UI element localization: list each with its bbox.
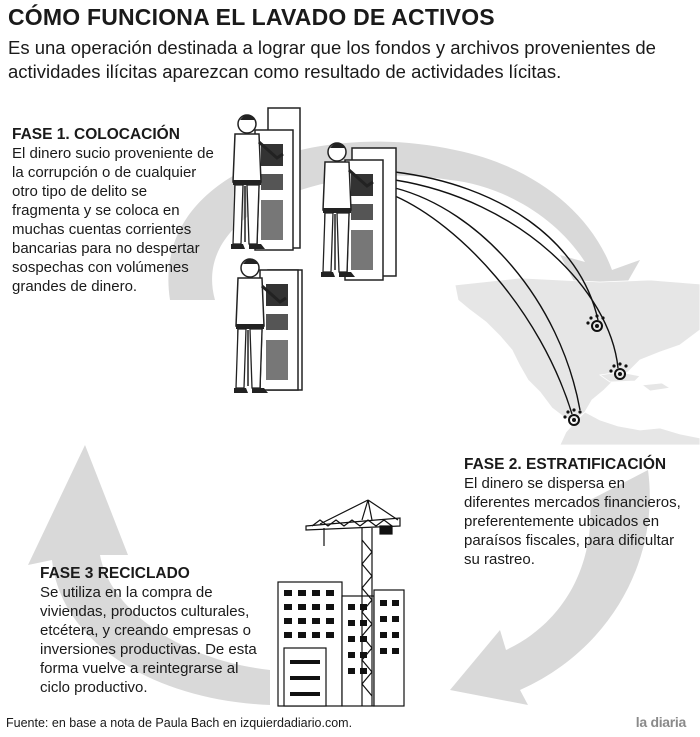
source-note: Fuente: en base a nota de Paula Bach en … [6, 716, 353, 730]
phase-2-text: El dinero se dispersa en diferentes merc… [464, 475, 681, 568]
phase-1-block: FASE 1. COLOCACIÓN El dinero sucio prove… [12, 126, 217, 296]
brand-logo: la diaria [635, 714, 687, 730]
phase-3-text: Se utiliza en la compra de viviendas, pr… [40, 584, 257, 696]
phase-3-block: FASE 3 RECICLADO Se utiliza en la compra… [40, 565, 260, 697]
page-title: CÓMO FUNCIONA EL LAVADO DE ACTIVOS [8, 4, 495, 30]
cycle-arrow-right [450, 470, 650, 705]
atm-user-illustration-2 [319, 141, 397, 281]
phase-3-title: FASE 3 RECICLADO [40, 565, 190, 582]
atm-user-illustration-1 [229, 107, 301, 251]
phase-2-block: FASE 2. ESTRATIFICACIÓN El dinero se dis… [464, 456, 694, 569]
money-routes [394, 171, 619, 415]
atm-user-illustration-3 [232, 257, 303, 395]
building-crane-illustration [277, 499, 405, 707]
americas-map [454, 277, 700, 446]
page-subtitle: Es una operación destinada a lograr que … [8, 37, 656, 82]
cycle-arrow-left [28, 445, 270, 705]
phase-1-text: El dinero sucio proveniente de la corrup… [12, 145, 214, 295]
phase-2-title: FASE 2. ESTRATIFICACIÓN [464, 456, 667, 473]
phase-1-title: FASE 1. COLOCACIÓN [12, 126, 180, 143]
